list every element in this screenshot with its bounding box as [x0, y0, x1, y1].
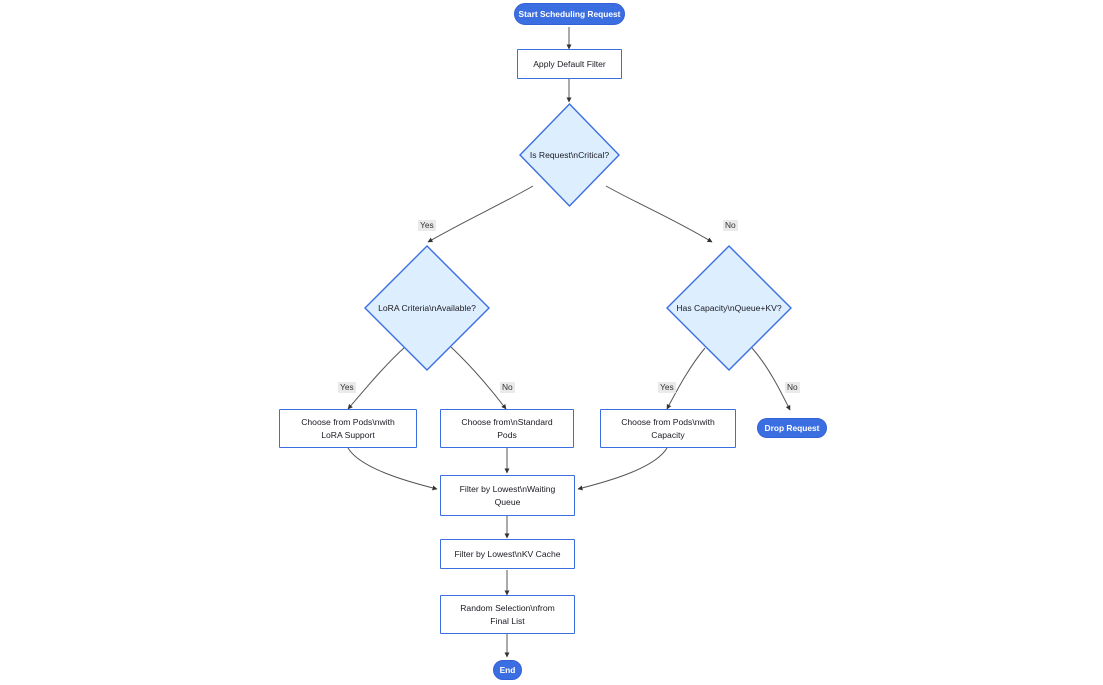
node-choose-standard-pods-label-line2: Pods	[497, 429, 517, 440]
node-apply-default-filter[interactable]: Apply Default Filter	[517, 49, 622, 79]
node-is-request-critical-label: Is Request\nCritical?	[529, 149, 610, 160]
node-end[interactable]: End	[493, 660, 522, 680]
node-start[interactable]: Start Scheduling Request	[514, 3, 625, 25]
node-choose-standard-pods-label-line1: Choose from\nStandard	[461, 416, 553, 427]
edge-choose-lora-pods-to-filter-waiting-queue	[347, 447, 438, 491]
node-choose-capacity-pods-label-line2: Capacity	[651, 429, 685, 440]
node-is-request-critical[interactable]: Is Request\nCritical?	[519, 103, 620, 207]
node-random-selection-label-line1: Random Selection\nfrom	[460, 602, 555, 613]
edge-label-critical-yes: Yes	[418, 220, 436, 231]
edge-has-capacity-to-choose-capacity-pods	[666, 347, 706, 410]
node-end-label: End	[499, 664, 516, 675]
node-choose-standard-pods[interactable]: Choose from\nStandard Pods	[440, 409, 574, 448]
node-random-selection-label-line2: Final List	[490, 615, 525, 626]
node-filter-kv-cache[interactable]: Filter by Lowest\nKV Cache	[440, 539, 575, 569]
edge-choose-capacity-pods-to-filter-waiting-queue	[577, 447, 668, 491]
edge-lora-to-choose-standard-pods	[450, 346, 507, 410]
edge-is-request-critical-to-has-capacity	[605, 185, 713, 243]
diamond-shape	[364, 245, 490, 371]
edge-label-capacity-yes: Yes	[658, 382, 676, 393]
edge-label-lora-yes: Yes	[338, 382, 356, 393]
node-has-capacity[interactable]: Has Capacity\nQueue+KV?	[666, 245, 792, 371]
edge-label-critical-no: No	[723, 220, 738, 231]
node-choose-lora-pods-label-line1: Choose from Pods\nwith	[301, 416, 395, 427]
node-choose-capacity-pods-label-line1: Choose from Pods\nwith	[621, 416, 715, 427]
diamond-shape	[519, 103, 620, 207]
edge-label-text: No	[502, 382, 513, 392]
edge-label-text: Yes	[660, 382, 674, 392]
node-filter-waiting-queue[interactable]: Filter by Lowest\nWaiting Queue	[440, 475, 575, 516]
node-choose-lora-pods[interactable]: Choose from Pods\nwith LoRA Support	[279, 409, 417, 448]
node-apply-default-filter-label: Apply Default Filter	[533, 58, 606, 69]
node-random-selection[interactable]: Random Selection\nfrom Final List	[440, 595, 575, 634]
node-lora-criteria-available[interactable]: LoRA Criteria\nAvailable?	[364, 245, 490, 371]
edge-label-text: No	[787, 382, 798, 392]
diamond-shape	[666, 245, 792, 371]
node-has-capacity-label: Has Capacity\nQueue+KV?	[676, 302, 782, 313]
edge-label-text: Yes	[340, 382, 354, 392]
edge-has-capacity-to-drop-request	[751, 347, 791, 411]
edge-label-text: Yes	[420, 220, 434, 230]
node-drop-request[interactable]: Drop Request	[757, 418, 827, 438]
edge-is-request-critical-to-lora	[427, 185, 534, 243]
edge-label-capacity-no: No	[785, 382, 800, 393]
node-filter-waiting-queue-label-line2: Queue	[494, 496, 521, 507]
node-lora-criteria-available-label: LoRA Criteria\nAvailable?	[378, 302, 476, 313]
node-drop-request-label: Drop Request	[764, 422, 820, 433]
node-filter-kv-cache-label: Filter by Lowest\nKV Cache	[454, 548, 561, 559]
node-choose-lora-pods-label-line2: LoRA Support	[321, 429, 375, 440]
node-start-label: Start Scheduling Request	[518, 8, 621, 19]
node-choose-capacity-pods[interactable]: Choose from Pods\nwith Capacity	[600, 409, 736, 448]
edge-label-text: No	[725, 220, 736, 230]
edge-label-lora-no: No	[500, 382, 515, 393]
edge-lora-to-choose-lora-pods	[347, 346, 406, 410]
node-filter-waiting-queue-label-line1: Filter by Lowest\nWaiting	[459, 483, 556, 494]
